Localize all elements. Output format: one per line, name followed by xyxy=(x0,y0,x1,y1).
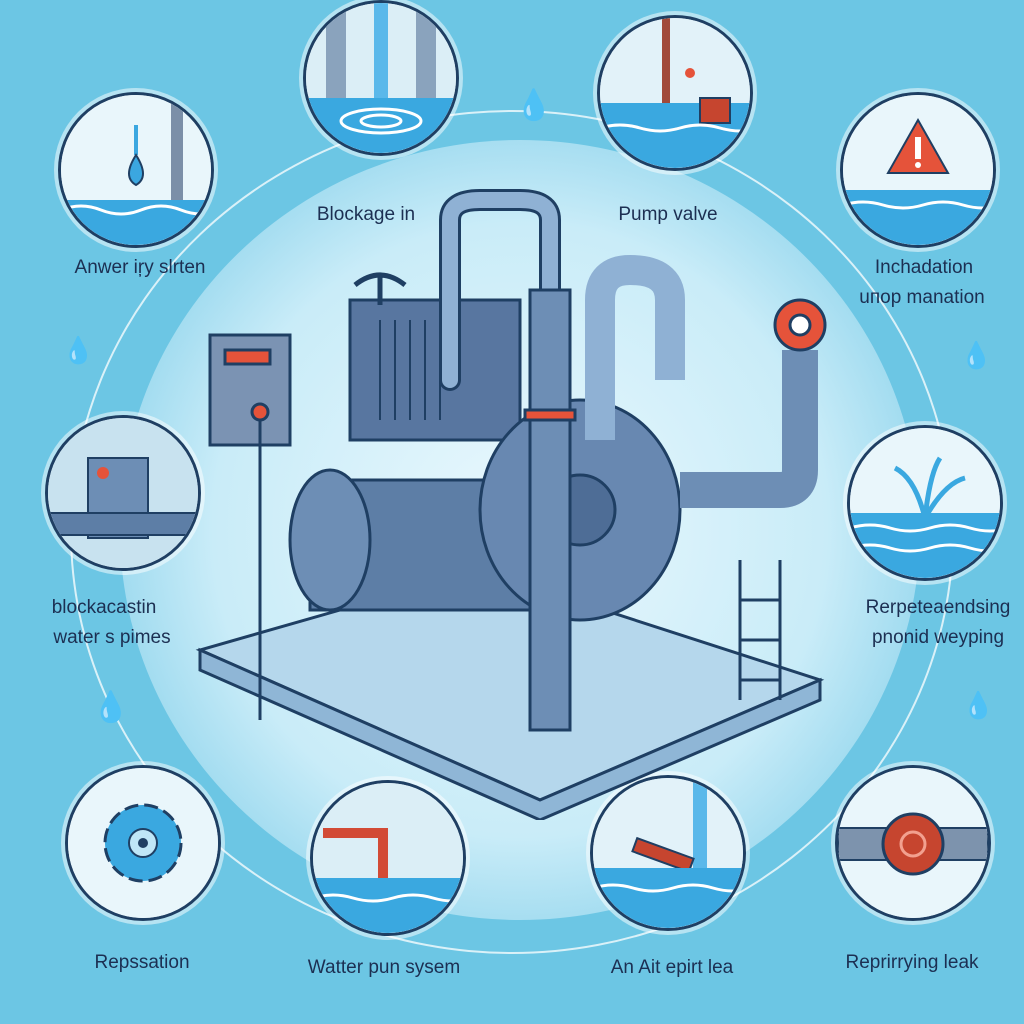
droplet-icon: 💧 xyxy=(62,335,95,365)
label-bottom-3: An Ait epirt lea xyxy=(610,957,734,978)
droplet-icon: 💧 xyxy=(92,691,130,724)
label-pump-valve: Pump valve xyxy=(618,204,718,225)
label-bottom-4: Reprirrying leak xyxy=(845,952,979,973)
droplet-icon: 💧 xyxy=(960,340,993,370)
label-mid-right-2: pnonid weyping xyxy=(871,627,1005,648)
air-leak-vignette xyxy=(590,775,746,931)
water-drip-vignette xyxy=(58,92,214,248)
warning-vignette xyxy=(840,92,996,248)
label-bottom-2: Watter pun sysem xyxy=(307,957,461,978)
label-blockage: Blockage in xyxy=(316,204,416,225)
label-mid-left-1: blockacastin xyxy=(51,597,157,618)
impeller-vignette xyxy=(65,765,221,921)
blockage-vignette xyxy=(303,0,459,156)
label-mid-left-2: water s pimes xyxy=(53,627,171,648)
leak-repair-vignette xyxy=(835,765,991,921)
pump-valve-vignette xyxy=(597,15,753,171)
label-top-right-1: Inchadation xyxy=(874,257,974,278)
water-pump-system-vignette xyxy=(310,780,466,936)
label-bottom-1: Repssation xyxy=(94,952,190,973)
droplet-icon: 💧 xyxy=(515,89,553,122)
label-mid-right-1: Rerpeteaendsing xyxy=(865,597,1011,618)
splash-vignette xyxy=(847,425,1003,581)
water-pump-illustration xyxy=(195,189,827,820)
label-top-left: Anwer iŗy slrten xyxy=(74,257,206,278)
valve-closeup-vignette xyxy=(45,415,201,571)
droplet-icon: 💧 xyxy=(962,690,995,720)
label-top-right-2: uпop manation xyxy=(859,287,985,308)
